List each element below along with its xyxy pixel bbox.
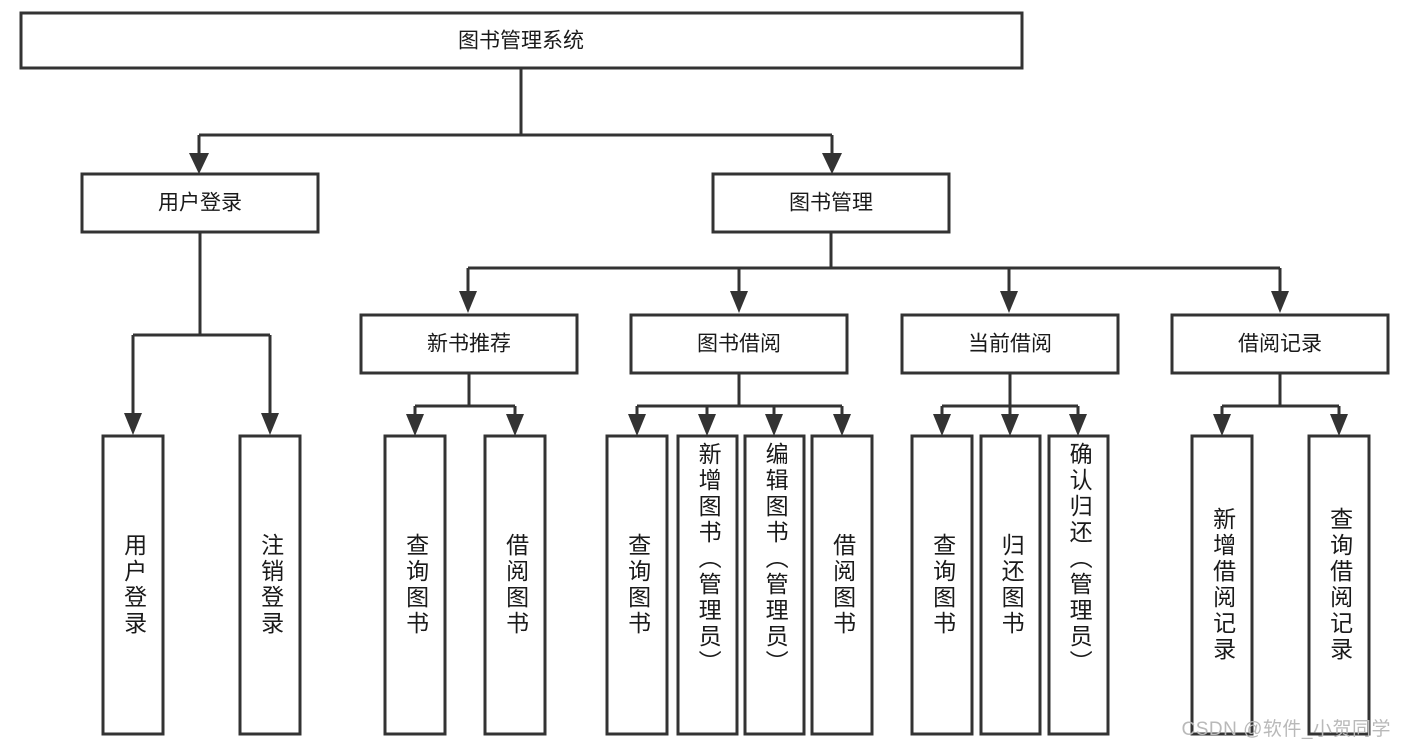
node-user-login[interactable]: 用户登录 <box>80 172 320 234</box>
arrow-head-icon <box>698 414 716 436</box>
connector-book-management-to-level2 <box>459 232 1289 313</box>
arrow-head-icon <box>1000 291 1018 313</box>
connector-borrow-record-to-leaves <box>1213 373 1348 436</box>
leaf-box-query-book-1[interactable] <box>383 434 447 736</box>
arrow-head-icon <box>406 414 424 436</box>
node-new-book-recommend[interactable]: 新书推荐 <box>359 313 579 375</box>
node-current-borrow[interactable]: 当前借阅 <box>900 313 1120 375</box>
node-root-box[interactable] <box>19 11 1024 70</box>
node-user-login-label: 用户登录 <box>158 192 242 215</box>
node-borrow-record[interactable]: 借阅记录 <box>1170 313 1390 375</box>
node-borrow-record-label: 借阅记录 <box>1238 333 1322 356</box>
leaf-box-confirm-return-admin[interactable] <box>1047 434 1110 736</box>
connector-root-to-level1 <box>189 68 842 174</box>
arrow-head-icon <box>1330 414 1348 436</box>
arrow-head-icon <box>189 153 209 174</box>
node-book-management[interactable]: 图书管理 <box>711 172 951 234</box>
node-book-borrow-label: 图书借阅 <box>697 333 781 356</box>
arrow-head-icon <box>933 414 951 436</box>
leaf-box-add-book-admin[interactable] <box>676 434 739 736</box>
connector-user-login-to-leaves <box>124 232 279 435</box>
leaf-box-return-book[interactable] <box>979 434 1042 736</box>
node-book-borrow[interactable]: 图书借阅 <box>629 313 849 375</box>
leaf-box-user-login[interactable] <box>101 434 165 736</box>
arrow-head-icon <box>124 413 142 435</box>
arrow-head-icon <box>1213 414 1231 436</box>
leaf-box-query-borrow-record[interactable] <box>1307 434 1371 736</box>
connector-new-book-recommend-to-leaves <box>406 373 524 436</box>
leaf-box-borrow-book-2[interactable] <box>810 434 874 736</box>
arrow-head-icon <box>1001 414 1019 436</box>
arrow-head-icon <box>261 413 279 435</box>
node-root[interactable]: 图书管理系统 <box>19 11 1024 70</box>
node-user-login-box[interactable] <box>80 172 320 234</box>
node-book-management-label: 图书管理 <box>789 192 873 215</box>
arrow-head-icon <box>822 153 842 174</box>
leaf-box-query-book-2[interactable] <box>605 434 669 736</box>
node-current-borrow-label: 当前借阅 <box>968 333 1052 356</box>
csdn-watermark: CSDN @软件_小贺同学 <box>1181 719 1391 740</box>
arrow-head-icon <box>833 414 851 436</box>
node-root-label: 图书管理系统 <box>458 30 584 53</box>
leaf-box-query-book-3[interactable] <box>910 434 974 736</box>
connector-current-borrow-to-leaves <box>933 373 1087 436</box>
arrow-head-icon <box>730 291 748 313</box>
connector-book-borrow-to-leaves <box>628 373 851 436</box>
arrow-head-icon <box>506 414 524 436</box>
node-new-book-recommend-label: 新书推荐 <box>427 333 511 356</box>
arrow-head-icon <box>628 414 646 436</box>
node-new-book-recommend-box[interactable] <box>359 313 579 375</box>
leaf-box-edit-book-admin[interactable] <box>743 434 806 736</box>
leaf-box-borrow-book-1[interactable] <box>483 434 547 736</box>
arrow-head-icon <box>1069 414 1087 436</box>
leaf-box-add-borrow-record[interactable] <box>1190 434 1254 736</box>
arrow-head-icon <box>1271 291 1289 313</box>
node-current-borrow-box[interactable] <box>900 313 1120 375</box>
arrow-head-icon <box>459 291 477 313</box>
leaf-box-logout-login[interactable] <box>238 434 302 736</box>
arrow-head-icon <box>765 414 783 436</box>
